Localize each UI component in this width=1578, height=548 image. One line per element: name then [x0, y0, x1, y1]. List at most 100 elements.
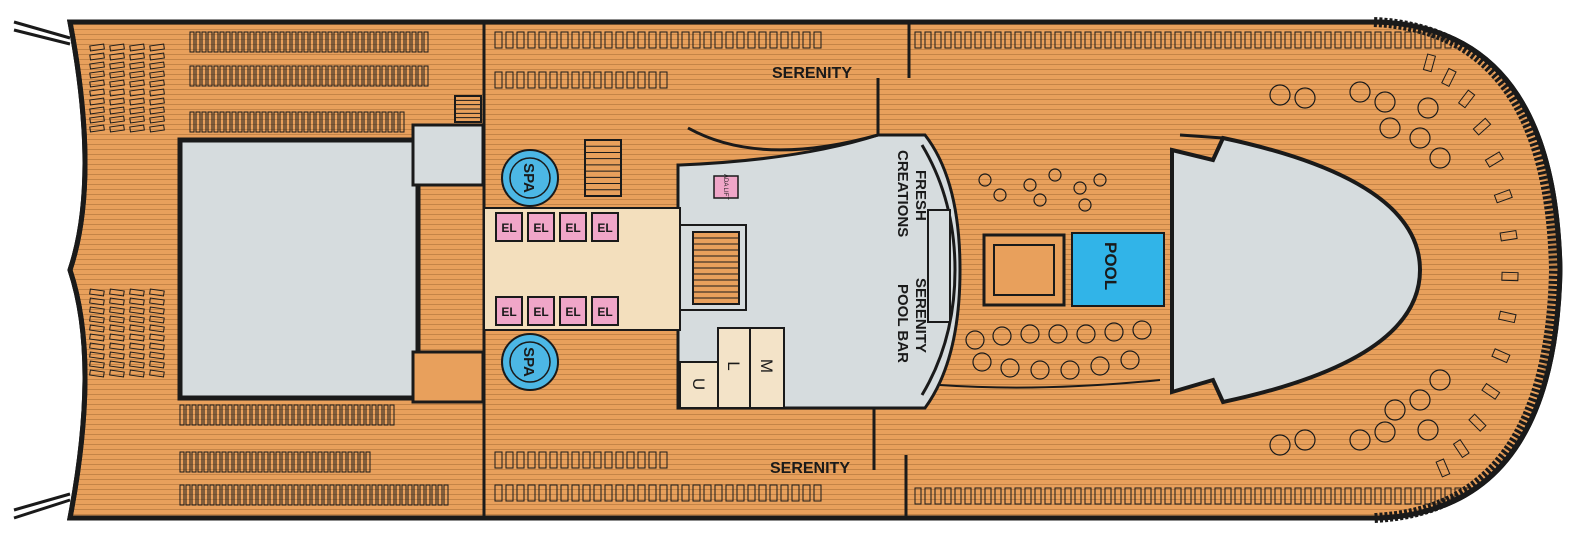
deck-chair-icon: [1499, 229, 1518, 242]
elevators: [495, 212, 619, 326]
deck-chair-icon: [297, 31, 303, 53]
deck-chair-icon: [129, 61, 145, 70]
deck-chair-icon: [1054, 487, 1062, 505]
deck-chair-icon: [189, 65, 195, 87]
deck-chair-icon: [1124, 487, 1132, 505]
deck-chair-icon: [197, 404, 203, 426]
deck-chair-icon: [129, 360, 145, 369]
deck-chair-icon: [149, 351, 165, 360]
deck-chair-icon: [263, 451, 269, 473]
deck-chair-icon: [681, 484, 690, 502]
deck-chair-icon: [149, 333, 165, 342]
round-table-icon: [1409, 389, 1431, 411]
deck-chair-icon: [1374, 31, 1382, 49]
deck-chair-icon: [109, 115, 125, 124]
deck-chair-icon: [327, 111, 333, 133]
deck-chair-icon: [1294, 31, 1302, 49]
deck-chair-icon: [249, 31, 255, 53]
deck-chair-icon: [149, 369, 165, 378]
round-table-icon: [978, 173, 992, 187]
deck-chair-icon: [129, 70, 145, 79]
deck-chair-icon: [243, 65, 249, 87]
deck-chair-icon: [648, 451, 657, 469]
deck-chair-icon: [387, 65, 393, 87]
deck-chair-icon: [329, 404, 335, 426]
hot-tub-icon: [982, 233, 1066, 307]
deck-chair-icon: [281, 404, 287, 426]
deck-chair-icon: [1174, 31, 1182, 49]
deck-chair-icon: [129, 333, 145, 342]
deck-chair-icon: [109, 97, 125, 106]
deck-chair-icon: [129, 306, 145, 315]
deck-chair-icon: [1234, 31, 1242, 49]
deck-chair-icon: [237, 65, 243, 87]
deck-chair-icon: [297, 111, 303, 133]
deck-chair-icon: [129, 115, 145, 124]
deck-chair-icon: [389, 404, 395, 426]
deck-chair-icon: [934, 487, 942, 505]
deck-chair-icon: [1134, 487, 1142, 505]
deck-chair-icon: [637, 484, 646, 502]
round-table-icon: [1429, 147, 1451, 169]
deck-chair-icon: [109, 306, 125, 315]
deck-chair-icon: [1472, 117, 1492, 136]
deck-chair-icon: [189, 31, 195, 53]
deck-chair-icon: [129, 369, 145, 378]
serenity-label-top: SERENITY: [772, 65, 852, 82]
deck-chair-icon: [560, 451, 569, 469]
deck-chair-icon: [443, 484, 449, 506]
deck-chair-icon: [207, 111, 213, 133]
deck-chair-icon: [615, 71, 624, 89]
deck-chair-icon: [375, 31, 381, 53]
deck-chair-icon: [189, 111, 195, 133]
deck-chair-icon: [389, 484, 395, 506]
deck-chair-icon: [637, 451, 646, 469]
round-table-icon: [1374, 91, 1396, 113]
deck-chair-icon: [179, 404, 185, 426]
deck-chair-icon: [505, 71, 514, 89]
deck-chair-icon: [215, 484, 221, 506]
ada-lift-label: ADA LIFT: [722, 174, 728, 200]
deck-chair-icon: [239, 451, 245, 473]
deck-chair-icon: [604, 71, 613, 89]
elevator: [591, 212, 619, 242]
deck-chair-icon: [1044, 487, 1052, 505]
deck-chair-icon: [89, 333, 105, 342]
deck-chair-icon: [593, 31, 602, 49]
deck-chair-icon: [1194, 487, 1202, 505]
deck-chair-icon: [1014, 487, 1022, 505]
deck-chair-icon: [626, 484, 635, 502]
deck-chair-icon: [287, 404, 293, 426]
deck-chair-icon: [109, 324, 125, 333]
deck-chair-icon: [275, 404, 281, 426]
deck-chair-icon: [281, 451, 287, 473]
deck-chair-icon: [1024, 31, 1032, 49]
deck-chair-icon: [703, 31, 712, 49]
deck-chair-icon: [1414, 31, 1422, 49]
deck-chair-icon: [109, 79, 125, 88]
deck-chair-icon: [179, 484, 185, 506]
deck-chair-icon: [1004, 31, 1012, 49]
elevator-label: EL: [501, 305, 516, 319]
deck-chair-icon: [303, 111, 309, 133]
deck-chair-icon: [243, 31, 249, 53]
deck-chair-icon: [914, 31, 922, 49]
deck-chair-icon: [197, 451, 203, 473]
deck-chair-icon: [1124, 31, 1132, 49]
deck-chair-icon: [263, 404, 269, 426]
deck-chair-icon: [341, 451, 347, 473]
deck-chair-icon: [369, 31, 375, 53]
deck-chair-icon: [1384, 487, 1392, 505]
deck-chair-icon: [287, 484, 293, 506]
deck-chair-icon: [149, 97, 165, 106]
deck-chair-icon: [305, 404, 311, 426]
deck-chair-icon: [1324, 31, 1332, 49]
deck-chair-icon: [365, 484, 371, 506]
deck-chair-icon: [399, 65, 405, 87]
deck-chair-icon: [626, 71, 635, 89]
deck-chair-icon: [149, 342, 165, 351]
elevator: [527, 296, 555, 326]
deck-chair-icon: [281, 484, 287, 506]
deck-chair-icon: [736, 31, 745, 49]
deck-chair-icon: [1014, 31, 1022, 49]
